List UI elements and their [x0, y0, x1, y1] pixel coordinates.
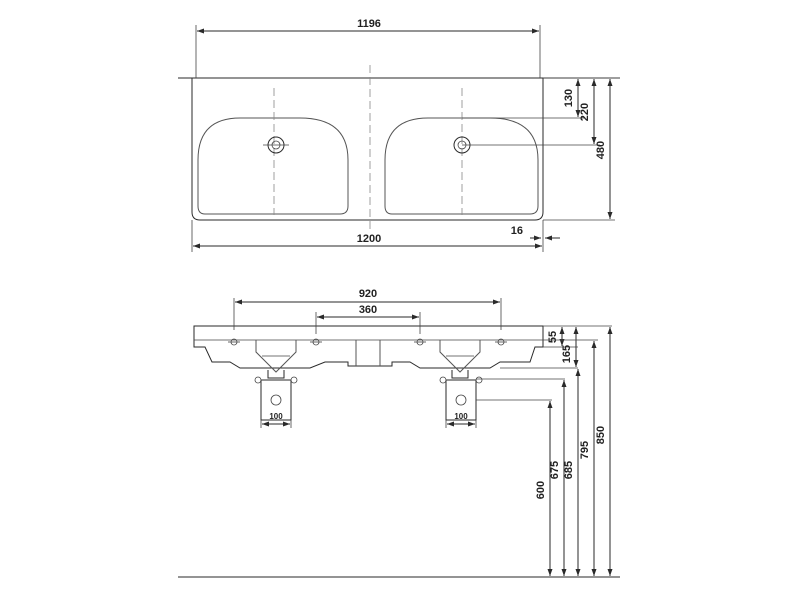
- mount-points: [228, 338, 507, 346]
- dim-label-920: 920: [359, 288, 377, 300]
- valve-left-a: [254, 376, 262, 384]
- dim-label-1196: 1196: [357, 18, 381, 30]
- valve-right-a: [439, 376, 447, 384]
- vanity-front-outline: [193, 325, 544, 369]
- siphon-left-outlet: [270, 394, 282, 406]
- dim-label-100-left: 100: [269, 412, 283, 421]
- dim-label-480: 480: [595, 141, 607, 159]
- dim-label-55: 55: [547, 331, 559, 343]
- dim-label-850: 850: [595, 426, 607, 444]
- valve-left-b: [290, 376, 298, 384]
- siphon-right-outlet: [455, 394, 467, 406]
- dim-label-165: 165: [561, 345, 573, 363]
- siphon-right-neck: [451, 370, 469, 379]
- dim-label-16: 16: [511, 225, 523, 237]
- dim-label-795: 795: [579, 441, 591, 459]
- bowl-right: [439, 340, 481, 373]
- dim-label-600: 600: [535, 481, 547, 499]
- dim-label-675: 675: [549, 461, 561, 479]
- front-view: 920 360 100 100 55: [178, 288, 620, 578]
- dim-label-360: 360: [359, 304, 377, 316]
- dim-label-220: 220: [579, 103, 591, 121]
- dim-label-100-right: 100: [454, 412, 468, 421]
- valve-right-b: [475, 376, 483, 384]
- dim-label-1200: 1200: [357, 233, 381, 245]
- top-view: 1196 1200 16 130 220 480: [178, 18, 620, 252]
- vanity-outline-top: [191, 78, 544, 221]
- basin-right: [384, 117, 539, 215]
- siphon-left-neck: [267, 370, 285, 379]
- dim-label-685: 685: [563, 461, 575, 479]
- bowl-left: [255, 340, 297, 373]
- dim-label-130: 130: [563, 89, 575, 107]
- center-bracket: [355, 340, 381, 366]
- basin-left: [197, 117, 349, 215]
- siphon-left-trap: [260, 379, 292, 421]
